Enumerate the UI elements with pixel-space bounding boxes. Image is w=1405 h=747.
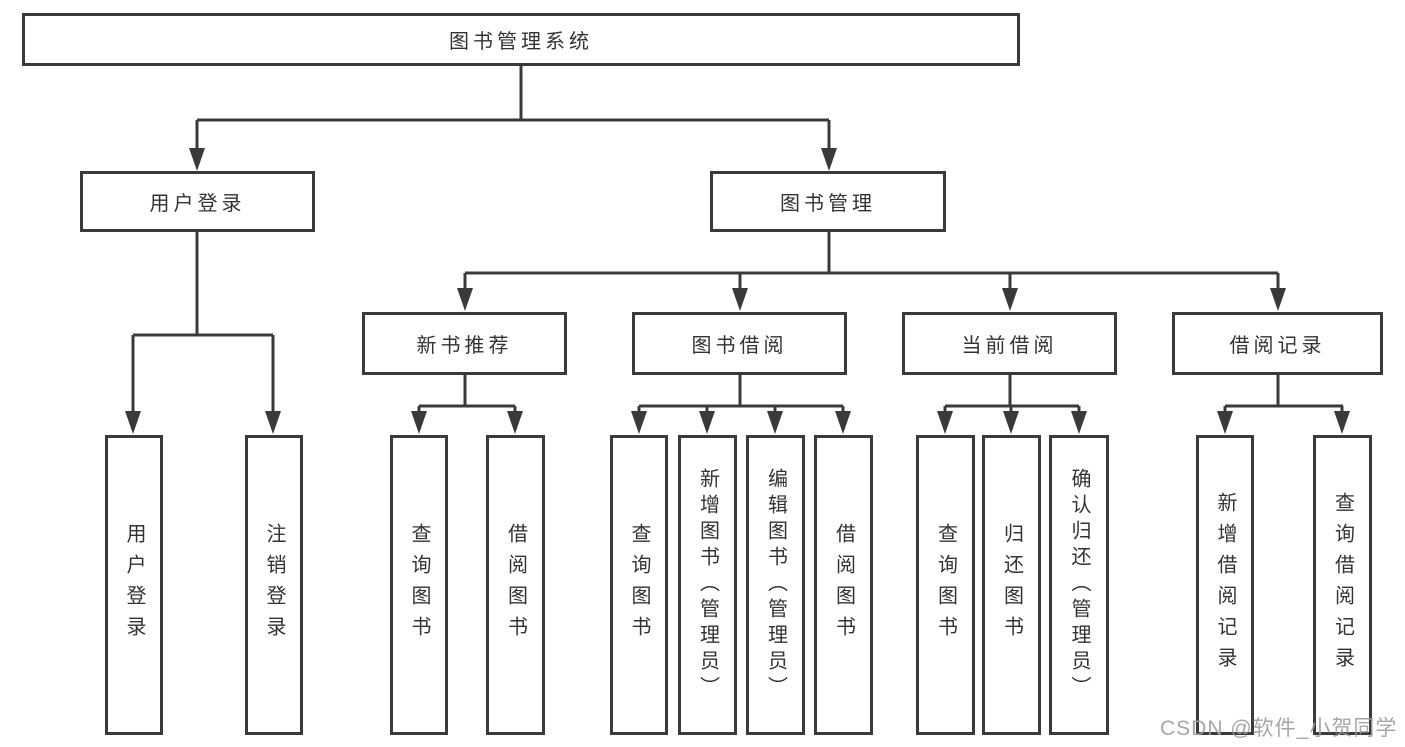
leaf-logout: 注销登录 [245, 435, 303, 735]
node-root-label: 图书管理系统 [449, 31, 593, 53]
leaf-query-books-recommend: 查询图书 [390, 435, 448, 735]
leaf-query-borrow-record-label: 查询借阅记录 [1331, 492, 1354, 678]
node-book-borrowing: 图书借阅 [632, 312, 847, 375]
leaf-borrow-books-recommend: 借阅图书 [486, 435, 545, 735]
leaf-edit-books-admin: 编辑图书（管理员） [746, 435, 805, 735]
leaf-logout-label: 注销登录 [263, 523, 285, 647]
leaf-confirm-return-admin-label: 确认归还（管理员） [1068, 468, 1090, 702]
leaf-return-books: 归还图书 [982, 435, 1041, 735]
leaf-query-books-current-label: 查询图书 [934, 523, 957, 647]
leaf-return-books-label: 归还图书 [1000, 523, 1023, 647]
leaf-borrow-books-recommend-label: 借阅图书 [504, 523, 527, 647]
leaf-borrow-books-borrowing-label: 借阅图书 [832, 523, 855, 647]
leaf-edit-books-admin-label: 编辑图书（管理员） [764, 468, 787, 702]
node-borrowing-records: 借阅记录 [1172, 312, 1383, 375]
leaf-borrow-books-borrowing: 借阅图书 [814, 435, 873, 735]
node-user-login: 用户登录 [80, 171, 315, 232]
node-root-library-system: 图书管理系统 [22, 13, 1020, 66]
leaf-user-login-label: 用户登录 [123, 523, 145, 647]
node-book-management-label: 图书管理 [780, 193, 876, 215]
node-new-book-recommendation-label: 新书推荐 [416, 335, 513, 357]
node-borrowing-records-label: 借阅记录 [1229, 335, 1326, 357]
leaf-add-books-admin: 新增图书（管理员） [678, 435, 737, 735]
leaf-add-books-admin-label: 新增图书（管理员） [696, 468, 719, 702]
leaf-add-borrow-record: 新增借阅记录 [1196, 435, 1254, 735]
watermark: CSDN @软件_小贺同学 [1160, 717, 1398, 740]
node-book-borrowing-label: 图书借阅 [691, 335, 788, 357]
leaf-confirm-return-admin: 确认归还（管理员） [1049, 435, 1109, 735]
node-new-book-recommendation: 新书推荐 [362, 312, 567, 375]
node-book-management: 图书管理 [710, 171, 946, 232]
leaf-add-borrow-record-label: 新增借阅记录 [1214, 492, 1236, 678]
tree-edges [131, 66, 1344, 413]
node-current-borrowing: 当前借阅 [902, 312, 1117, 375]
leaf-query-books-borrowing-label: 查询图书 [628, 523, 650, 647]
leaf-user-login: 用户登录 [105, 435, 163, 735]
leaf-query-books-current: 查询图书 [916, 435, 975, 735]
leaf-query-books-recommend-label: 查询图书 [408, 523, 430, 647]
arrowheads [125, 148, 1350, 434]
node-current-borrowing-label: 当前借阅 [961, 335, 1058, 357]
leaf-query-books-borrowing: 查询图书 [610, 435, 668, 735]
node-user-login-label: 用户登录 [149, 193, 246, 215]
leaf-query-borrow-record: 查询借阅记录 [1313, 435, 1372, 735]
